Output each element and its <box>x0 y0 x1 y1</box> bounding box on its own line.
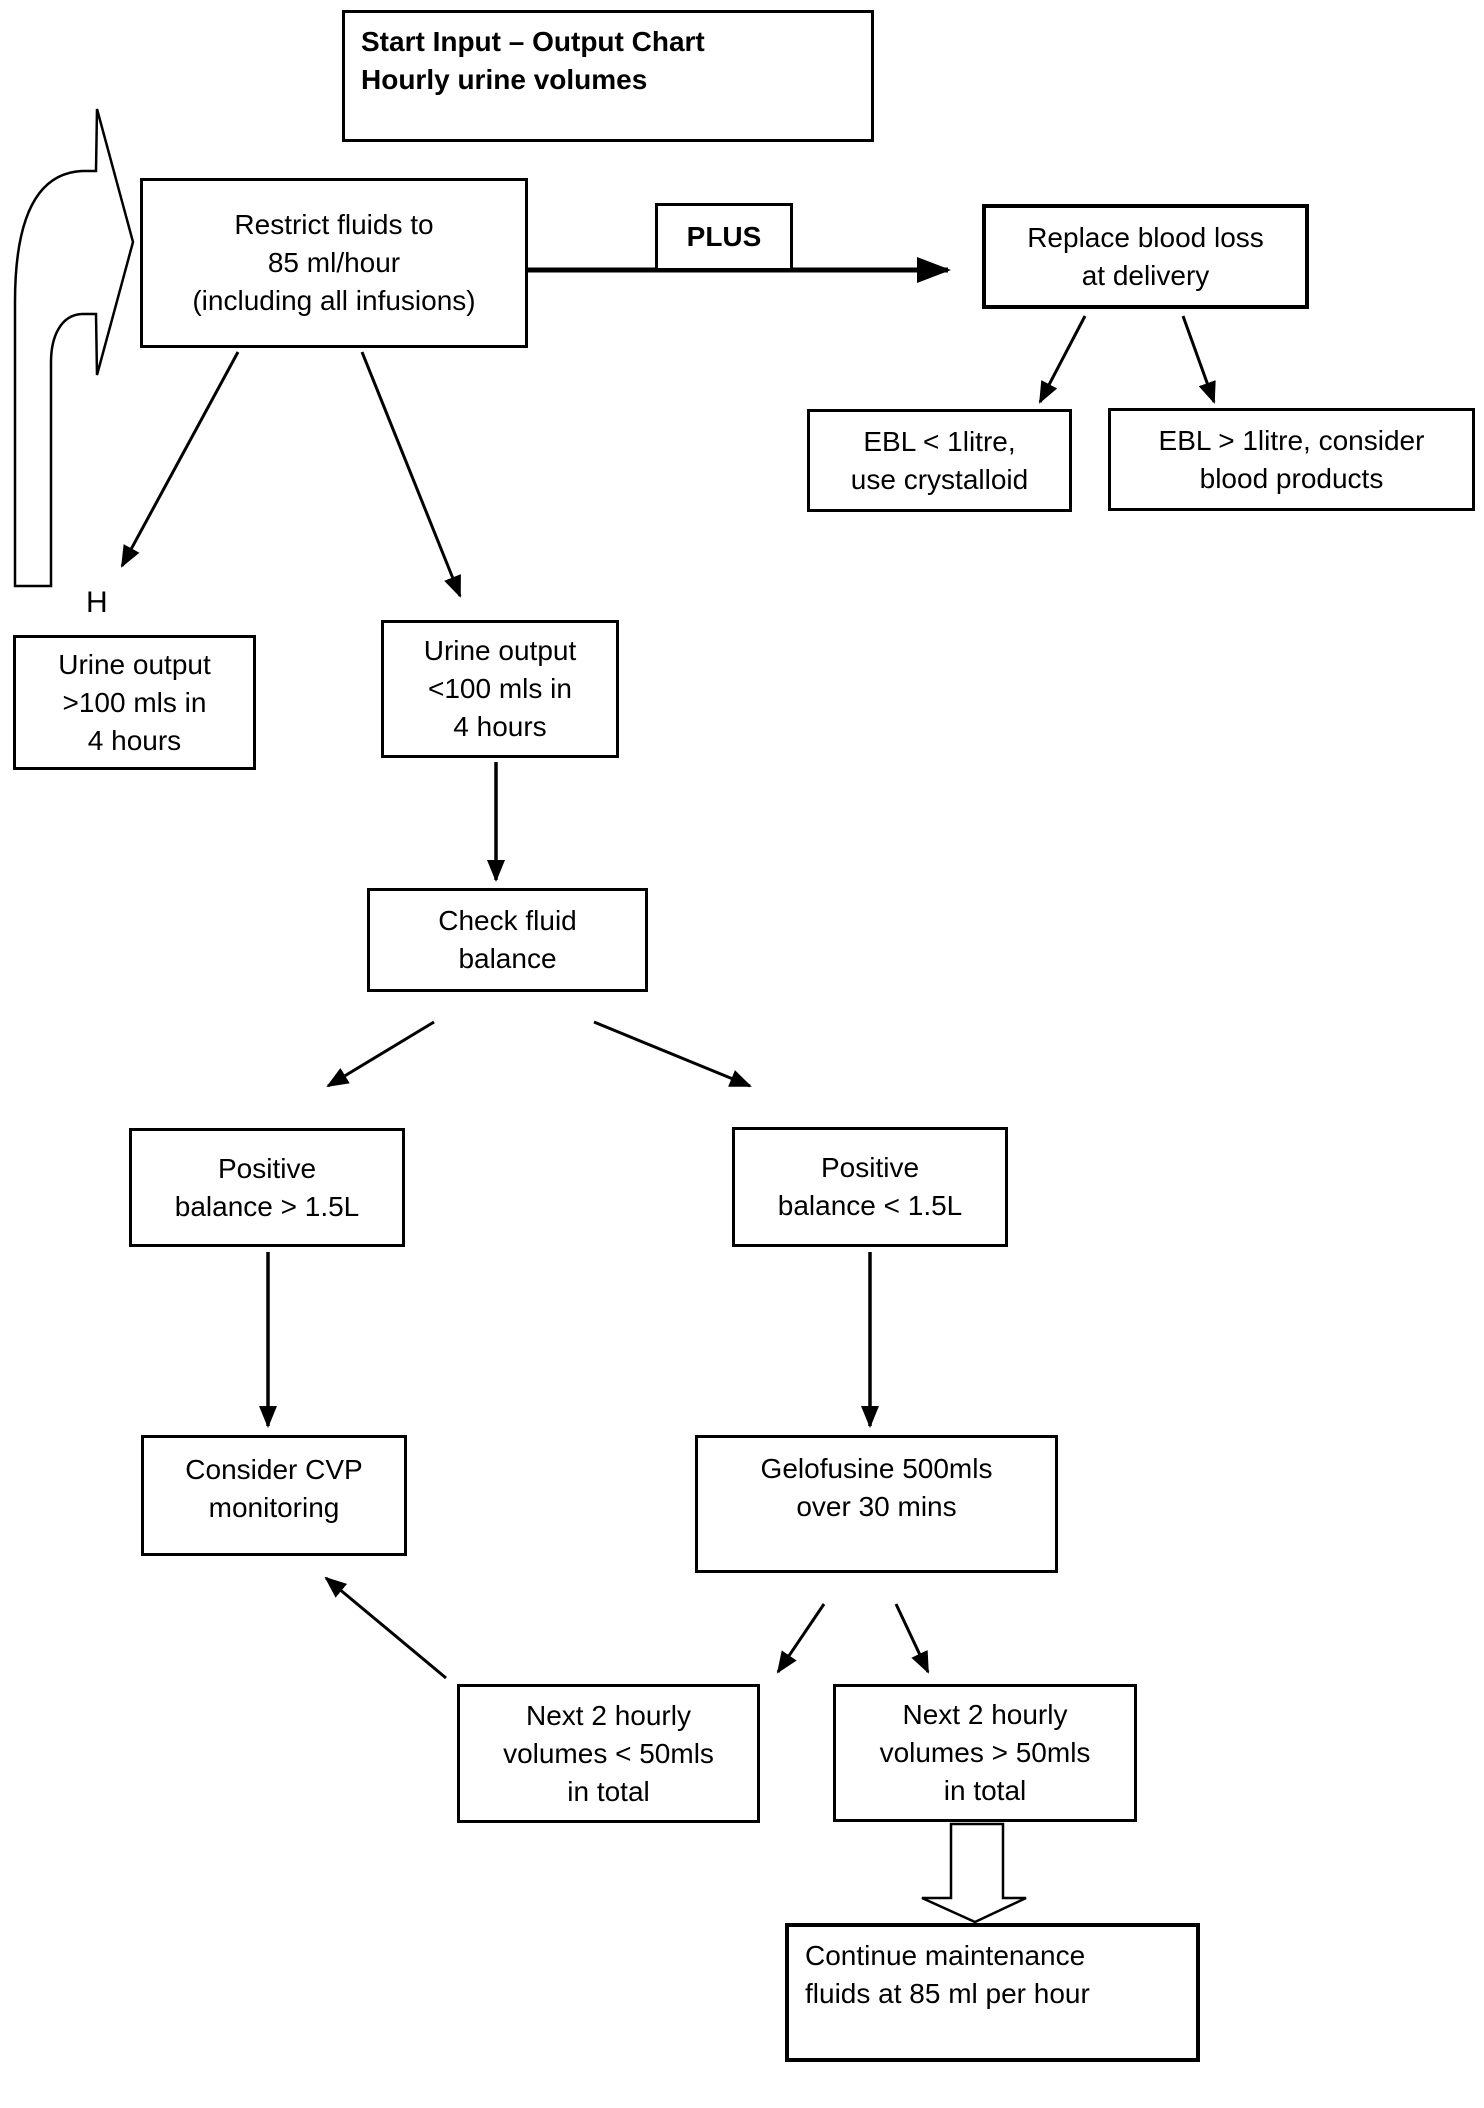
block-arrow-next-high-to-continue <box>921 1822 1027 1924</box>
arrow-restrict-to-urine-high <box>120 351 240 568</box>
node-plus: PLUS <box>655 203 793 271</box>
node-start-title: Start Input – Output Chart Hourly urine … <box>342 10 874 142</box>
arrow-gelofusine-to-next-high <box>894 1603 930 1674</box>
arrow-gelofusine-to-next-low <box>776 1603 826 1674</box>
node-positive-balance-lt-1-5l: Positive balance < 1.5L <box>732 1127 1008 1247</box>
label-h-marker: H <box>86 586 108 619</box>
node-urine-output-gt-100mls: Urine output >100 mls in 4 hours <box>13 635 256 770</box>
node-gelofusine-500mls: Gelofusine 500mls over 30 mins <box>695 1435 1058 1573</box>
node-next-2-hourly-gt-50mls: Next 2 hourly volumes > 50mls in total <box>833 1684 1137 1822</box>
arrow-replace-to-ebl-high <box>1181 315 1216 404</box>
arrow-restrict-to-urine-low <box>360 351 462 598</box>
node-ebl-greater-than-1litre: EBL > 1litre, consider blood products <box>1108 408 1475 511</box>
node-next-2-hourly-lt-50mls: Next 2 hourly volumes < 50mls in total <box>457 1684 760 1823</box>
node-replace-blood-loss: Replace blood loss at delivery <box>982 204 1309 309</box>
curved-entry-arrow <box>13 108 135 588</box>
node-ebl-less-than-1litre: EBL < 1litre, use crystalloid <box>807 409 1072 512</box>
node-continue-maintenance-fluids: Continue maintenance fluids at 85 ml per… <box>785 1923 1200 2062</box>
arrow-replace-to-ebl-low <box>1038 315 1087 404</box>
node-positive-balance-gt-1-5l: Positive balance > 1.5L <box>129 1128 405 1247</box>
node-check-fluid-balance: Check fluid balance <box>367 888 648 992</box>
arrow-check-to-pos-low <box>593 1020 752 1088</box>
node-urine-output-lt-100mls: Urine output <100 mls in 4 hours <box>381 620 619 758</box>
arrow-check-to-pos-high <box>326 1020 435 1088</box>
arrow-next-low-to-cvp <box>324 1576 447 1680</box>
node-consider-cvp-monitoring: Consider CVP monitoring <box>141 1435 407 1556</box>
node-restrict-fluids: Restrict fluids to 85 ml/hour (including… <box>140 178 528 348</box>
